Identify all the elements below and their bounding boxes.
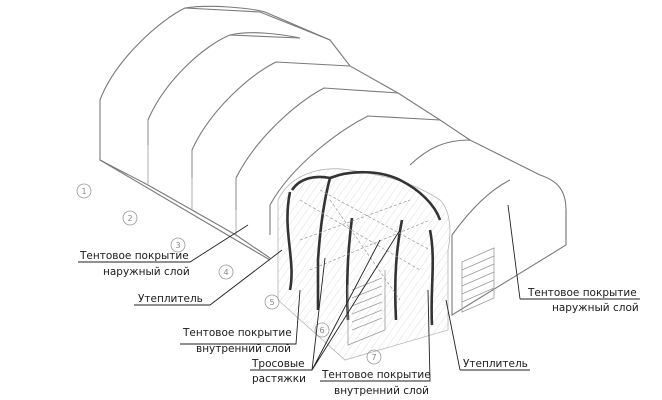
axis-circle-4 <box>218 264 234 280</box>
insulated-section <box>277 168 451 361</box>
axis-number-7: 7 <box>371 353 376 362</box>
axis-circle-1 <box>76 183 92 199</box>
outer-tent-frames <box>99 5 567 316</box>
axis-number-3: 3 <box>175 241 180 250</box>
label-insulation-right: Утеплитель <box>463 358 528 370</box>
axis-circle-5 <box>264 294 280 310</box>
axis-circle-7 <box>366 349 382 365</box>
label-outer-right-line1: Тентовое покрытие <box>527 287 637 299</box>
label-inner-left-line2: внутренний слой <box>196 343 291 355</box>
axis-number-6: 6 <box>319 326 324 335</box>
label-cables-line1: Тросовые <box>251 358 305 370</box>
leader-lines <box>78 204 640 382</box>
label-inner-bottom-line2: внутренний слой <box>334 385 429 397</box>
leader-outer-right <box>507 204 640 300</box>
axis-circle-2 <box>122 210 138 226</box>
label-outer-left-line1: Тентовое покрытие <box>79 250 189 262</box>
label-inner-left-line1: Тентовое покрытие <box>182 327 292 339</box>
label-cables-line2: растяжки <box>252 373 306 385</box>
leader-inner-left <box>180 289 301 345</box>
axis-number-4: 4 <box>223 268 228 277</box>
axis-number-2: 2 <box>127 214 132 223</box>
axis-markers: 1 2 3 4 5 6 7 <box>76 183 382 365</box>
leader-cables <box>250 229 401 371</box>
labels: Тентовое покрытие наружный слой Утеплите… <box>79 250 639 397</box>
label-insulation-left: Утеплитель <box>138 293 203 305</box>
axis-circle-6 <box>314 322 330 338</box>
leader-insulation-left <box>134 249 283 306</box>
label-inner-bottom-line1: Тентовое покрытие <box>321 369 431 381</box>
leader-outer-left <box>78 224 249 263</box>
label-outer-left-line2: наружный слой <box>103 266 190 278</box>
leader-insulation-right <box>445 299 530 371</box>
label-outer-right-line2: наружный слой <box>552 302 639 314</box>
axis-number-5: 5 <box>269 298 274 307</box>
axis-number-1: 1 <box>81 187 86 196</box>
axis-circle-3 <box>170 237 186 253</box>
leader-inner-bottom <box>320 289 431 382</box>
